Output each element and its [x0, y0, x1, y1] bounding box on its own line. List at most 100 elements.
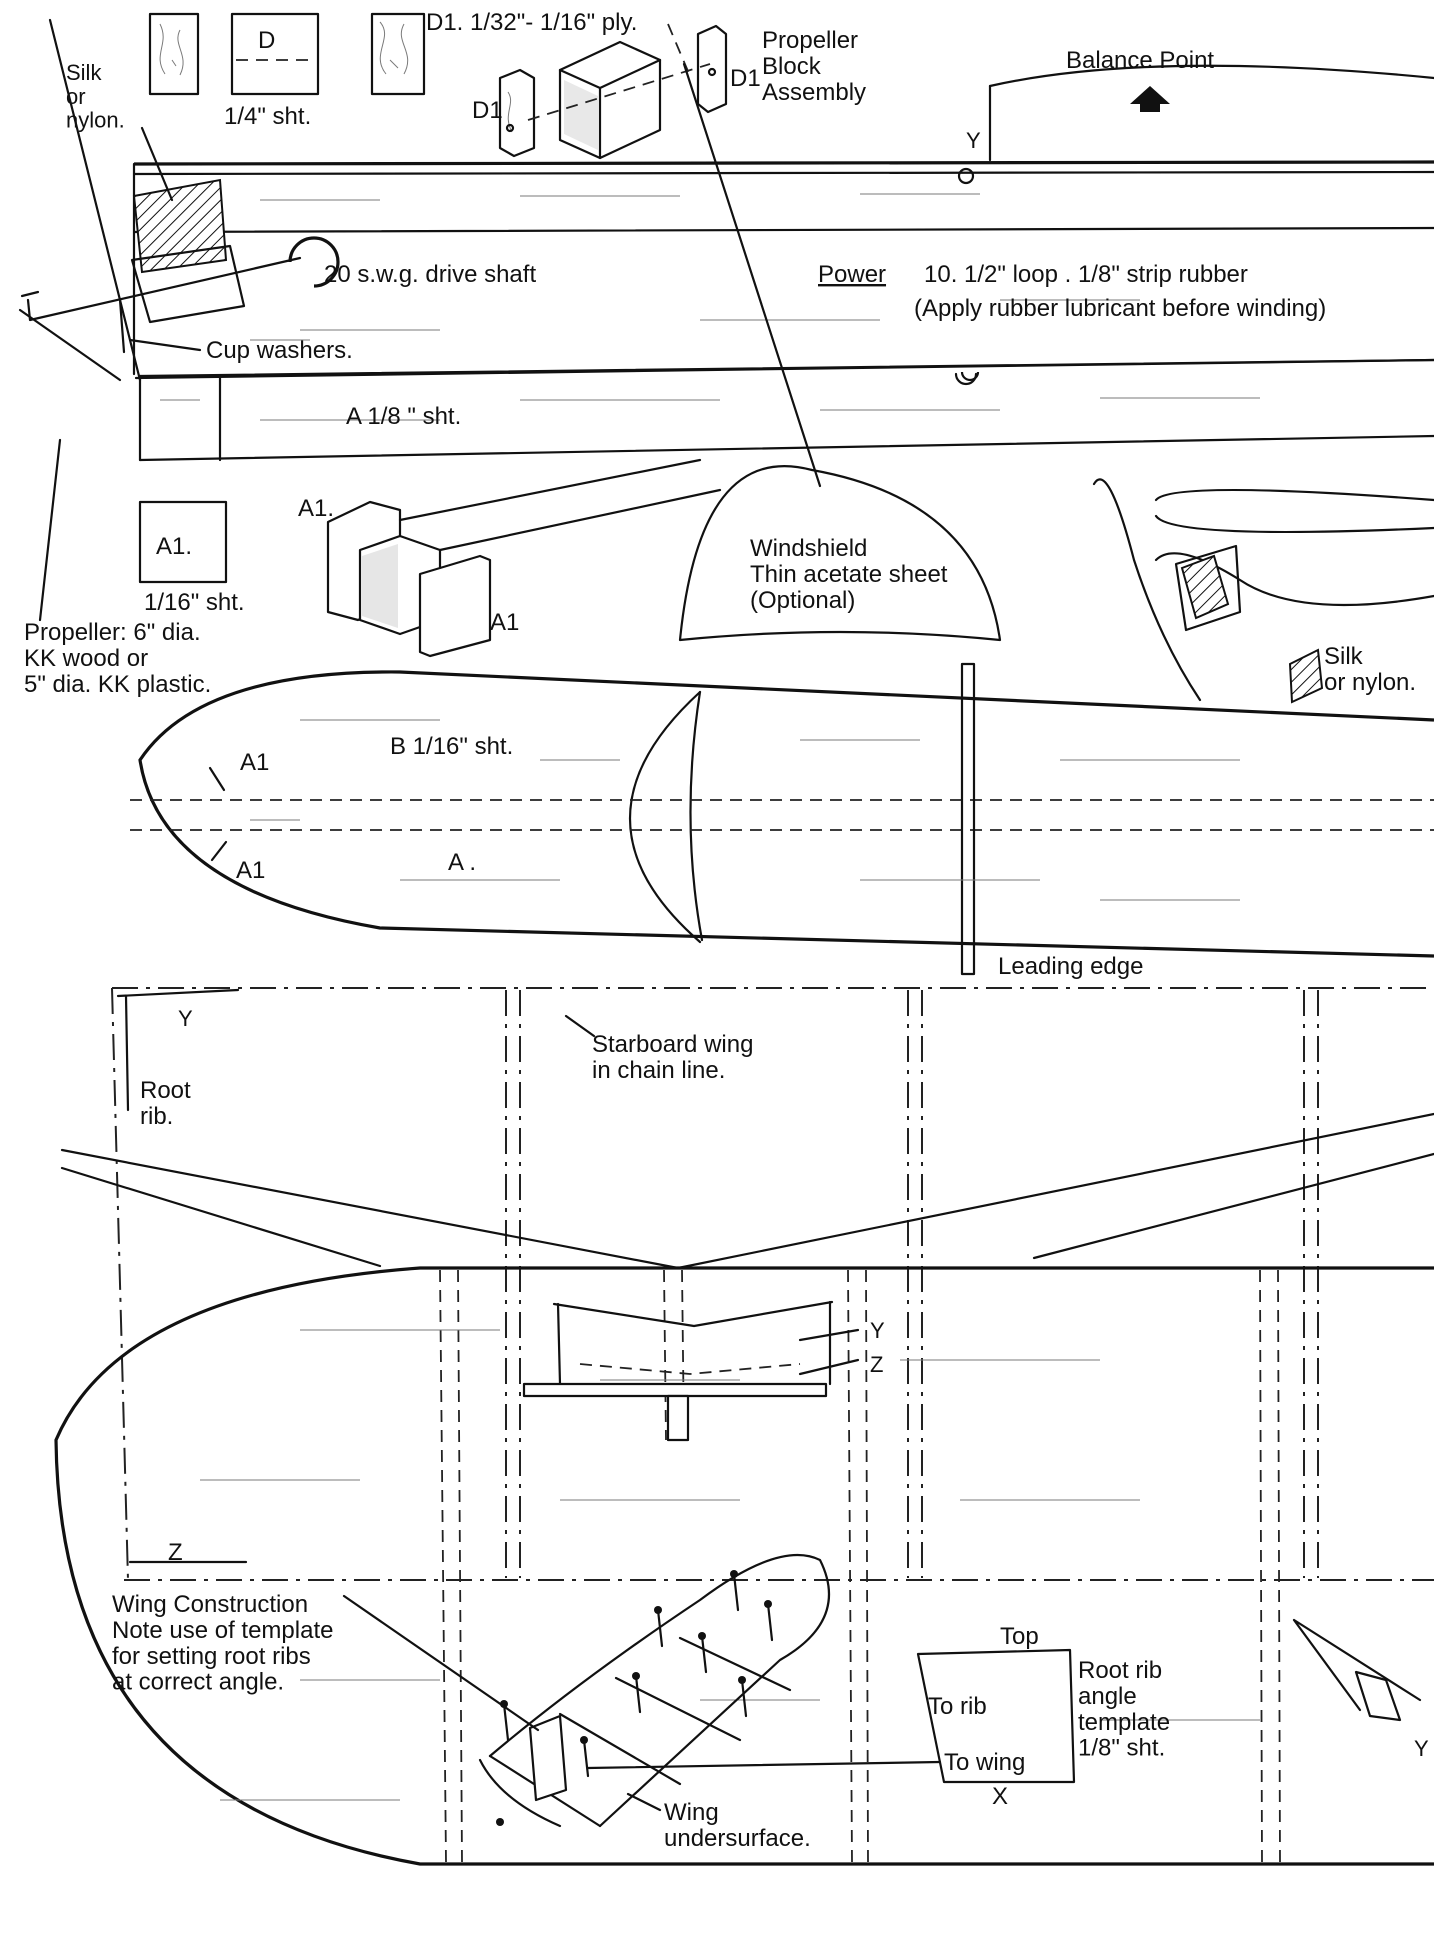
label-line: Balance Point [1066, 47, 1214, 74]
label-line: A1 [490, 609, 519, 636]
label-leading-edge: Leading edge [998, 953, 1143, 980]
label-z-low: Z [168, 1539, 183, 1566]
propeller-block-assembly [498, 23, 728, 160]
label-line: D1 [472, 97, 503, 124]
fuselage-side [132, 64, 1434, 382]
label-line: KK wood or [24, 645, 148, 672]
label-line: Z [870, 1352, 883, 1377]
nose-block [18, 18, 340, 622]
label-line: undersurface. [664, 1825, 811, 1852]
label-drive-shaft: 20 s.w.g. drive shaft [324, 261, 536, 288]
label-line: X [992, 1783, 1008, 1810]
label-d: D [258, 27, 275, 54]
label-line: B 1/16" sht. [390, 733, 513, 760]
label-line: rib. [140, 1103, 173, 1130]
label-a1-box: A1. [156, 533, 192, 560]
wing-construction-sketch [478, 1553, 830, 1828]
label-line: or [66, 84, 86, 109]
starboard-wing [111, 987, 1434, 1581]
label-line: Starboard wing [592, 1031, 753, 1058]
label-line: angle [1078, 1683, 1137, 1710]
label-line: Power [818, 261, 886, 288]
label-y-right: Y [1414, 1736, 1429, 1761]
label-power: Power [818, 261, 886, 288]
label-line: Y [870, 1318, 885, 1343]
label-line: A . [448, 849, 476, 876]
label-line: Note use of template [112, 1617, 333, 1644]
pins [496, 1570, 774, 1826]
label-b-sheet: B 1/16" sht. [390, 733, 513, 760]
label-line: Thin acetate sheet [750, 561, 948, 588]
label-line: A1 [240, 749, 269, 776]
label-to-wing: To wing [944, 1749, 1025, 1776]
label-line: 1/16" sht. [144, 589, 245, 616]
label-a-sheet: A 1/8 " sht. [346, 403, 461, 430]
label-line: Block [762, 53, 822, 80]
windshield [678, 465, 1002, 642]
label-power-spec: 10. 1/2" loop . 1/8" strip rubber [924, 261, 1248, 288]
label-line: Assembly [762, 79, 866, 106]
label-line: at correct angle. [112, 1669, 284, 1696]
label-d-sheet: 1/4" sht. [224, 103, 311, 130]
label-cup-washers: Cup washers. [206, 337, 353, 364]
label-z-mid: Z [870, 1352, 883, 1377]
label-y-wing: Y [178, 1006, 193, 1031]
dihedral-brace [522, 1300, 834, 1442]
label-line: A1 [236, 857, 265, 884]
label-line: D1. 1/32"- 1/16" ply. [426, 9, 637, 36]
label-line: Silk [1324, 643, 1364, 670]
label-y-top: Y [966, 128, 981, 153]
label-line: D1 [730, 65, 761, 92]
leader-lines [128, 62, 942, 1812]
label-line: (Optional) [750, 587, 855, 614]
label-a1-top: A1. [298, 495, 334, 522]
label-line: Top [1000, 1623, 1039, 1650]
label-d1-ply: D1. 1/32"- 1/16" ply. [426, 9, 637, 36]
label-line: Propeller: 6" dia. [24, 619, 201, 646]
label-line: To rib [928, 1693, 987, 1720]
label-line: Silk [66, 60, 102, 85]
label-line: Y [1414, 1736, 1429, 1761]
label-line: 1/8" sht. [1078, 1735, 1165, 1762]
label-line: for setting root ribs [112, 1643, 311, 1670]
label-line: Root rib [1078, 1657, 1162, 1684]
label-y-mid: Y [870, 1318, 885, 1343]
root-rib-template [916, 1648, 1076, 1784]
label-a-dot: A . [448, 849, 476, 876]
label-line: or nylon. [1324, 669, 1416, 696]
label-line: A 1/8 " sht. [346, 403, 461, 430]
label-line: template [1078, 1709, 1170, 1736]
label-line: Wing Construction [112, 1591, 308, 1618]
label-to-rib: To rib [928, 1693, 987, 1720]
label-a1-upper: A1 [240, 749, 269, 776]
label-line: Windshield [750, 535, 867, 562]
label-top: Top [1000, 1623, 1039, 1650]
label-line: 10. 1/2" loop . 1/8" strip rubber [924, 261, 1248, 288]
label-line: 20 s.w.g. drive shaft [324, 261, 536, 288]
part-d1 [370, 12, 426, 96]
label-x: X [992, 1783, 1008, 1810]
label-line: (Apply rubber lubricant before winding) [914, 295, 1326, 322]
propeller-sketch [1092, 478, 1434, 704]
label-a1-lower: A1 [236, 857, 265, 884]
label-line: Cup washers. [206, 337, 353, 364]
label-line: Propeller [762, 27, 858, 54]
part-outlines [148, 12, 426, 96]
wing-outline [54, 1112, 1434, 1866]
label-line: A1. [298, 495, 334, 522]
part-d [230, 12, 320, 96]
label-line: in chain line. [592, 1057, 725, 1084]
label-line: To wing [944, 1749, 1025, 1776]
label-balance-point: Balance Point [1066, 47, 1214, 74]
